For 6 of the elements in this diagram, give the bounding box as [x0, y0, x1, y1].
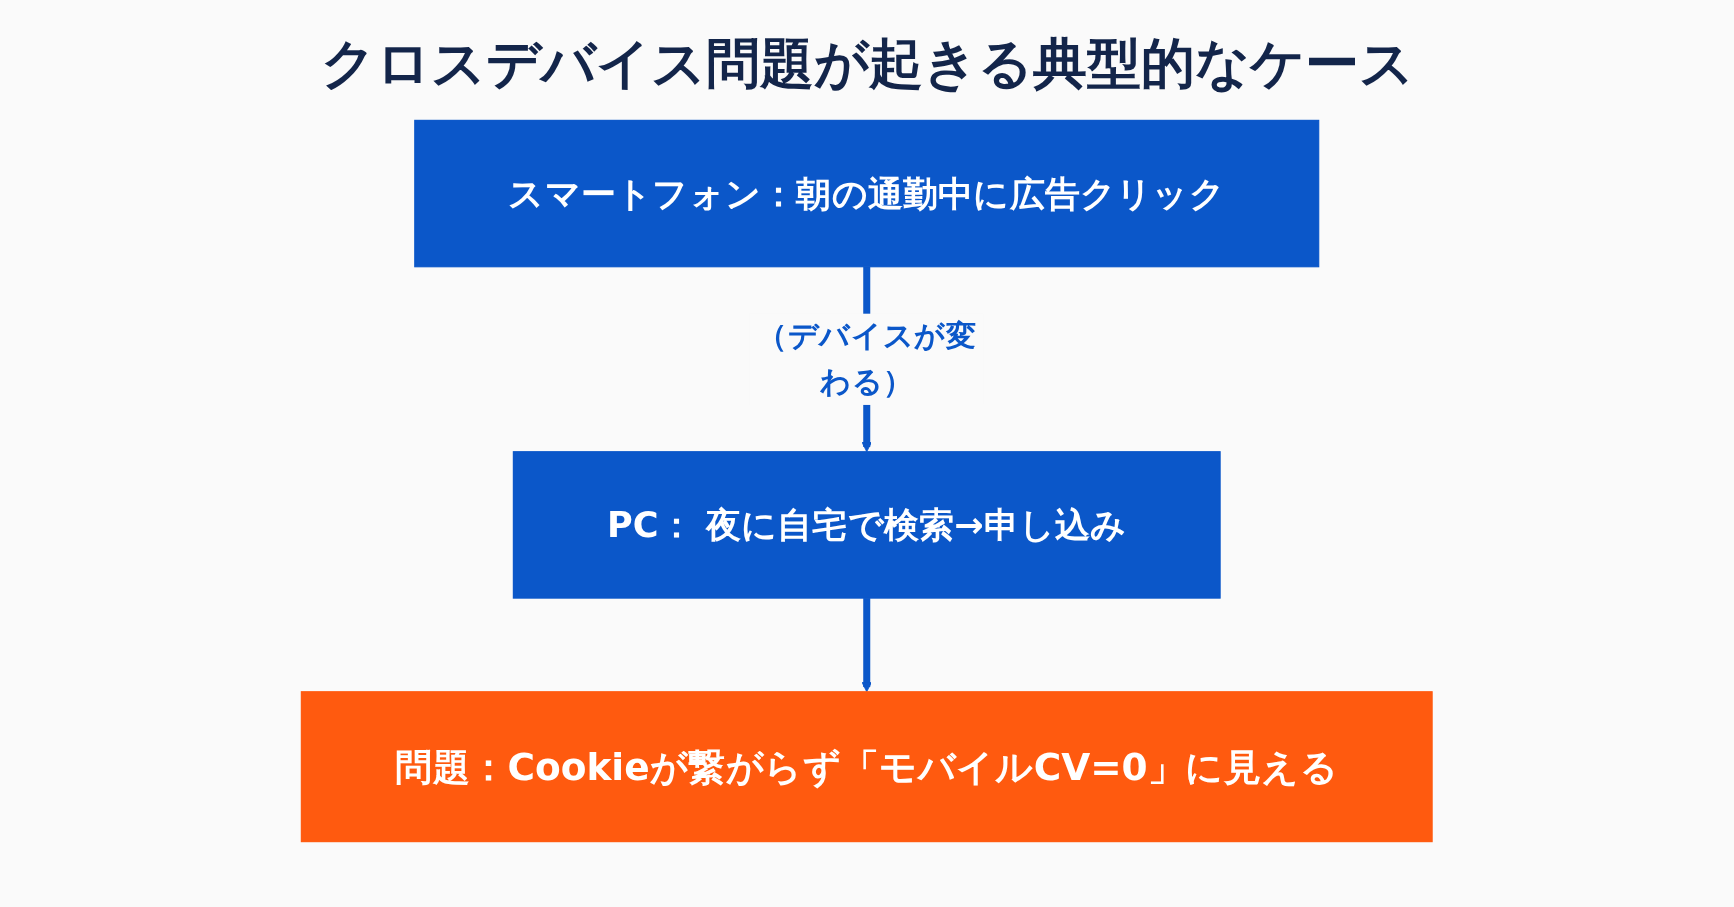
arrow: [861, 598, 873, 693]
node-box: PC： 夜に自宅で検索→申し込み: [513, 451, 1221, 599]
diagram-title: クロスデバイス問題が起きる典型的なケース: [319, 31, 1415, 97]
node-box: スマートフォン：朝の通勤中に広告クリック: [414, 119, 1320, 268]
node-box: 問題：Cookieが繋がらず「モバイルCV=0」に見える: [301, 691, 1433, 843]
edge-label: （デバイスが変わる）: [757, 318, 977, 400]
